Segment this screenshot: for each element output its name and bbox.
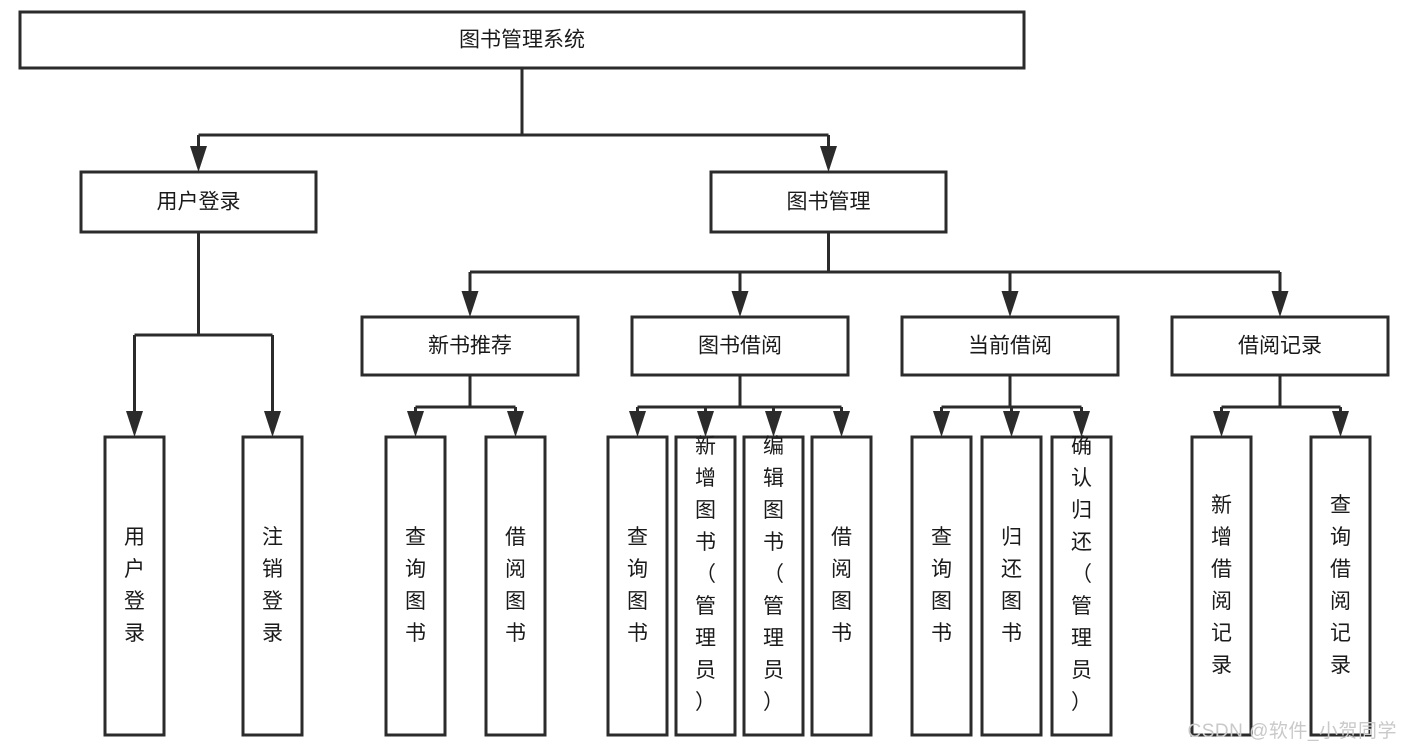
arrowhead-icon — [407, 411, 424, 437]
arrowhead-icon — [1003, 411, 1020, 437]
node-box[interactable] — [1050, 435, 1113, 737]
arrowhead-icon — [264, 411, 281, 437]
node-leaf-edit-book[interactable]: 编辑图书（管理员） — [742, 435, 805, 737]
node-box[interactable] — [606, 435, 669, 737]
node-box[interactable] — [103, 435, 166, 737]
node-label: 查询借阅记录 — [1330, 494, 1351, 677]
node-leaf-query-record[interactable]: 查询借阅记录 — [1309, 435, 1372, 737]
node-label: 图书管理 — [787, 191, 871, 214]
arrowhead-icon — [1213, 411, 1230, 437]
node-box[interactable] — [18, 10, 1026, 70]
connector-group-user_login — [126, 232, 281, 437]
node-box[interactable] — [674, 435, 737, 737]
node-box[interactable] — [384, 435, 447, 737]
csdn-watermark: CSDN @软件_小贺同学 — [1187, 721, 1397, 742]
node-label: 查询图书 — [627, 526, 648, 645]
node-box[interactable] — [79, 170, 318, 234]
node-root[interactable]: 图书管理系统 — [18, 10, 1026, 70]
node-leaf-add-book[interactable]: 新增图书（管理员） — [674, 435, 737, 737]
node-layer: 图书管理系统用户登录图书管理新书推荐图书借阅当前借阅借阅记录用户登录注销登录查询… — [18, 10, 1390, 737]
arrowhead-icon — [507, 411, 524, 437]
node-current-borrow[interactable]: 当前借阅 — [900, 315, 1120, 377]
arrowhead-icon — [126, 411, 143, 437]
node-label: 借阅图书 — [831, 526, 852, 645]
node-borrow-record[interactable]: 借阅记录 — [1170, 315, 1390, 377]
node-box[interactable] — [241, 435, 304, 737]
node-label: 确认归还（管理员） — [1071, 435, 1092, 714]
node-label: 当前借阅 — [968, 335, 1052, 358]
node-box[interactable] — [900, 315, 1120, 377]
node-leaf-query-book-1[interactable]: 查询图书 — [384, 435, 447, 737]
connector-group-root — [190, 68, 837, 172]
arrowhead-icon — [190, 146, 207, 172]
node-leaf-borrow-book-1[interactable]: 借阅图书 — [484, 435, 547, 737]
node-leaf-return-book[interactable]: 归还图书 — [980, 435, 1043, 737]
node-label: 图书管理系统 — [459, 29, 585, 52]
node-leaf-user-login[interactable]: 用户登录 — [103, 435, 166, 737]
node-label: 用户登录 — [124, 526, 145, 645]
node-label: 新增借阅记录 — [1211, 494, 1232, 677]
node-label: 查询图书 — [931, 526, 952, 645]
node-label: 新增图书（管理员） — [695, 435, 716, 714]
connector-group-borrow_record — [1213, 375, 1349, 437]
node-leaf-confirm-return[interactable]: 确认归还（管理员） — [1050, 435, 1113, 737]
node-new-book-rec[interactable]: 新书推荐 — [360, 315, 580, 377]
node-label: 图书借阅 — [698, 335, 782, 358]
connector-group-current_borrow — [933, 375, 1090, 437]
node-label: 查询图书 — [405, 526, 426, 645]
node-leaf-borrow-book-2[interactable]: 借阅图书 — [810, 435, 873, 737]
node-box[interactable] — [1170, 315, 1390, 377]
node-leaf-query-book-3[interactable]: 查询图书 — [910, 435, 973, 737]
node-book-manage[interactable]: 图书管理 — [709, 170, 948, 234]
connector-group-new_book_rec — [407, 375, 524, 437]
arrowhead-icon — [765, 411, 782, 437]
node-label: 归还图书 — [1001, 526, 1022, 645]
node-box[interactable] — [910, 435, 973, 737]
arrowhead-icon — [1073, 411, 1090, 437]
node-box[interactable] — [1190, 435, 1253, 737]
arrowhead-icon — [1332, 411, 1349, 437]
node-box[interactable] — [484, 435, 547, 737]
node-box[interactable] — [980, 435, 1043, 737]
node-label: 编辑图书（管理员） — [763, 435, 784, 714]
node-leaf-query-book-2[interactable]: 查询图书 — [606, 435, 669, 737]
arrowhead-icon — [731, 291, 749, 317]
arrowhead-icon — [1271, 291, 1289, 317]
node-label: 新书推荐 — [428, 335, 512, 358]
node-leaf-logout[interactable]: 注销登录 — [241, 435, 304, 737]
node-box[interactable] — [630, 315, 850, 377]
node-leaf-add-record[interactable]: 新增借阅记录 — [1190, 435, 1253, 737]
arrowhead-icon — [629, 411, 646, 437]
node-label: 借阅记录 — [1238, 335, 1322, 358]
node-label: 用户登录 — [157, 191, 241, 214]
arrowhead-icon — [833, 411, 850, 437]
arrowhead-icon — [697, 411, 714, 437]
node-user-login[interactable]: 用户登录 — [79, 170, 318, 234]
connector-layer — [126, 68, 1349, 437]
node-box[interactable] — [360, 315, 580, 377]
node-box[interactable] — [1309, 435, 1372, 737]
connector-group-book_manage — [461, 232, 1289, 317]
node-book-borrow[interactable]: 图书借阅 — [630, 315, 850, 377]
arrowhead-icon — [1001, 291, 1019, 317]
node-box[interactable] — [742, 435, 805, 737]
connector-group-book_borrow — [629, 375, 850, 437]
arrowhead-icon — [461, 291, 479, 317]
arrowhead-icon — [820, 146, 837, 172]
node-box[interactable] — [810, 435, 873, 737]
node-box[interactable] — [709, 170, 948, 234]
arrowhead-icon — [933, 411, 950, 437]
node-label: 注销登录 — [262, 526, 283, 645]
node-label: 借阅图书 — [505, 526, 526, 645]
